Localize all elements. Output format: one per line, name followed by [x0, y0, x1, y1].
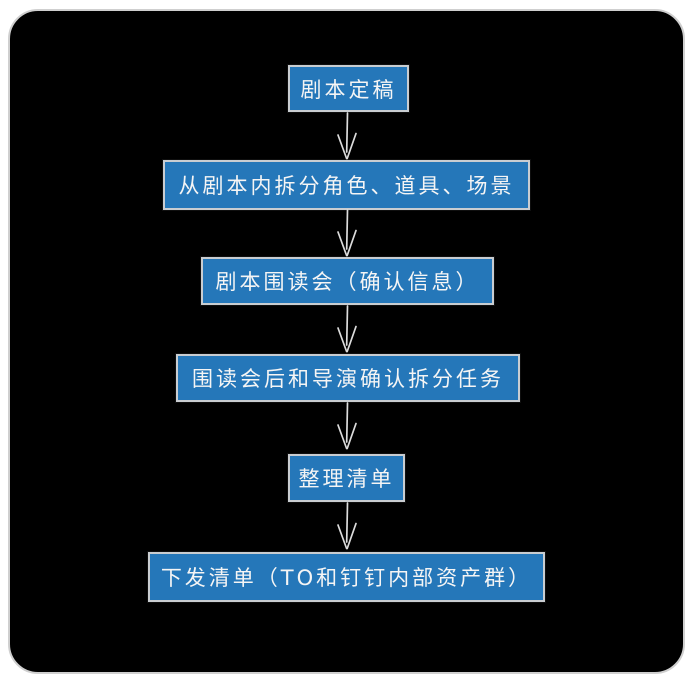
flow-node-script-reading-meeting[interactable]: 剧本围读会（确认信息） — [201, 257, 494, 305]
flow-node-distribute-checklist[interactable]: 下发清单（TO和钉钉内部资产群） — [148, 552, 545, 602]
arrow-down-icon — [333, 209, 361, 257]
flow-node-label: 围读会后和导演确认拆分任务 — [192, 367, 504, 391]
flow-node-script-finalized[interactable]: 剧本定稿 — [288, 65, 409, 112]
arrow-down-icon — [333, 112, 361, 160]
flow-node-split-roles-props-scenes[interactable]: 从剧本内拆分角色、道具、场景 — [163, 160, 530, 210]
flow-node-label: 剧本围读会（确认信息） — [215, 270, 480, 294]
flow-node-label: 下发清单（TO和钉钉内部资产群） — [160, 566, 533, 590]
flow-node-organize-checklist[interactable]: 整理清单 — [288, 454, 405, 502]
arrow-down-icon — [333, 305, 361, 353]
arrow-down-icon — [333, 502, 361, 550]
flow-node-label: 整理清单 — [298, 467, 395, 491]
arrow-down-icon — [333, 402, 361, 450]
flow-node-label: 从剧本内拆分角色、道具、场景 — [178, 174, 515, 198]
flow-node-confirm-split-tasks-with-director[interactable]: 围读会后和导演确认拆分任务 — [176, 354, 520, 402]
flow-node-label: 剧本定稿 — [300, 77, 397, 102]
